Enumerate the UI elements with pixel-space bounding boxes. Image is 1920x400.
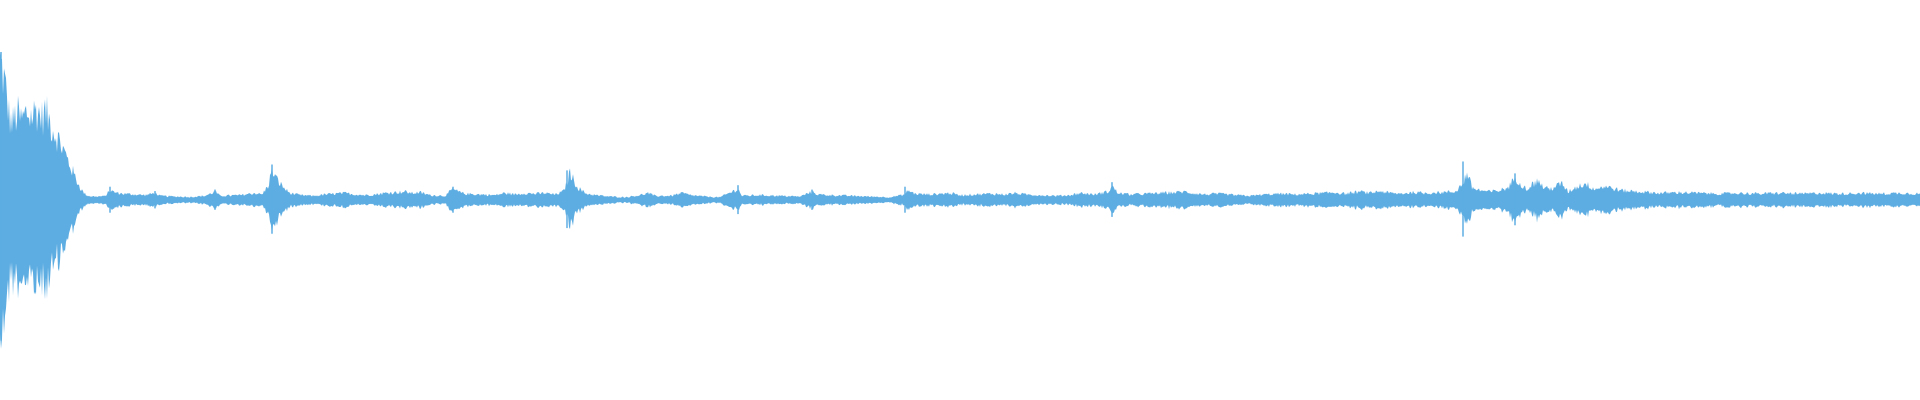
waveform-envelope: [0, 52, 1920, 349]
waveform-peaks: [0, 52, 1516, 341]
